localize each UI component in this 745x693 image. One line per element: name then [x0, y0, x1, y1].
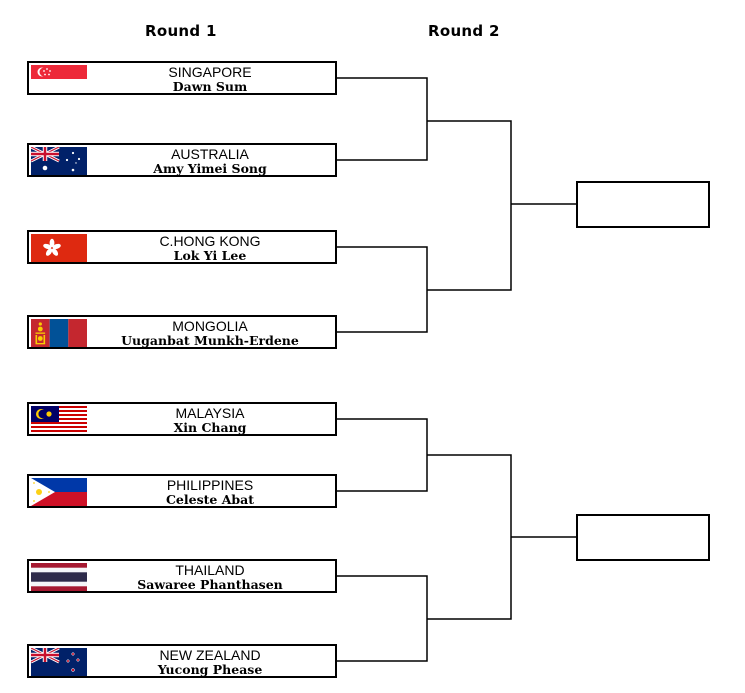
bracket-slot-singapore: SINGAPORE Dawn Sum: [27, 61, 337, 95]
bracket-connector: [427, 120, 512, 291]
bracket-connector: [337, 418, 428, 492]
bracket-slot-mongolia: MONGOLIA Uuganbat Munkh-Erdene: [27, 315, 337, 349]
player-name: Xin Chang: [173, 420, 247, 435]
bracket-slot-malaysia: MALAYSIA Xin Chang: [27, 402, 337, 436]
round-1-label: Round 1: [145, 22, 217, 40]
player-name: Yucong Phease: [157, 662, 263, 677]
round-2-label: Round 2: [428, 22, 500, 40]
mongolia-flag-icon: [31, 319, 87, 347]
country-name: MONGOLIA: [172, 318, 248, 334]
player-name: Sawaree Phanthasen: [137, 577, 283, 592]
player-name: Uuganbat Munkh-Erdene: [121, 333, 299, 348]
round-2-slot-bottom: [576, 514, 710, 561]
country-name: SINGAPORE: [168, 64, 252, 80]
player-name: Dawn Sum: [172, 79, 248, 94]
malaysia-flag-icon: [31, 406, 87, 434]
bracket-slot-hong-kong: C.HONG KONG Lok Yi Lee: [27, 230, 337, 264]
bracket-slot-new-zealand: NEW ZEALAND Yucong Phease: [27, 644, 337, 678]
bracket-connector: [337, 77, 428, 161]
country-name: AUSTRALIA: [171, 146, 249, 162]
bracket-slot-australia: AUSTRALIA Amy Yimei Song: [27, 143, 337, 177]
player-name: Celeste Abat: [165, 492, 255, 507]
player-name: Lok Yi Lee: [173, 248, 247, 263]
country-name: C.HONG KONG: [159, 233, 261, 249]
singapore-flag-icon: [31, 65, 87, 93]
player-name: Amy Yimei Song: [153, 161, 267, 176]
philippines-flag-icon: [31, 478, 87, 506]
round-2-slot-top: [576, 181, 710, 228]
bracket-slot-philippines: PHILIPPINES Celeste Abat: [27, 474, 337, 508]
country-name: MALAYSIA: [175, 405, 245, 421]
bracket-connector: [337, 246, 428, 333]
bracket-connector: [427, 454, 512, 620]
new-zealand-flag-icon: [31, 648, 87, 676]
bracket-connector: [337, 575, 428, 662]
hong-kong-flag-icon: [31, 234, 87, 262]
country-name: PHILIPPINES: [166, 477, 254, 493]
bracket-slot-thailand: THAILAND Sawaree Phanthasen: [27, 559, 337, 593]
thailand-flag-icon: [31, 563, 87, 591]
country-name: NEW ZEALAND: [159, 647, 261, 663]
country-name: THAILAND: [175, 562, 245, 578]
australia-flag-icon: [31, 147, 87, 175]
